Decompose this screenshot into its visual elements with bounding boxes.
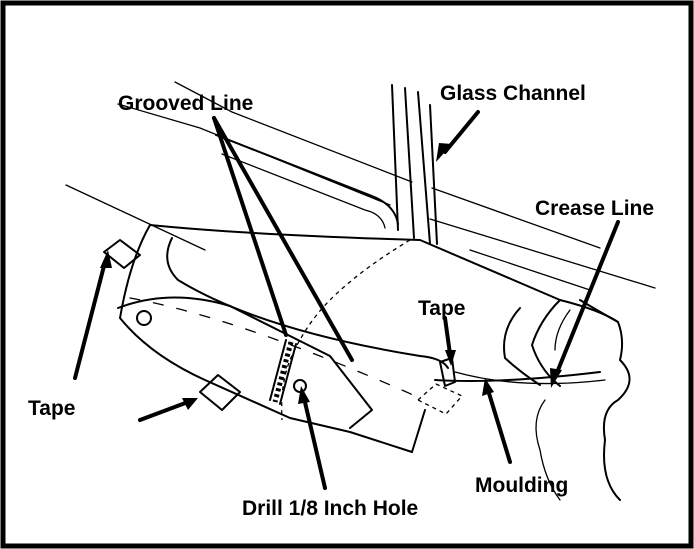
moulding-strip bbox=[117, 224, 631, 501]
leader-lines bbox=[73, 110, 620, 490]
hole-left bbox=[136, 310, 152, 326]
mark-line bbox=[129, 297, 421, 399]
tape-pieces bbox=[103, 239, 464, 415]
label-drill-hole: Drill 1/8 Inch Hole bbox=[242, 497, 418, 520]
hole-drill bbox=[293, 379, 307, 393]
glass-channel bbox=[391, 84, 438, 245]
label-tape-left: Tape bbox=[28, 397, 75, 420]
label-tape-right: Tape bbox=[418, 297, 465, 320]
label-glass-channel: Glass Channel bbox=[440, 82, 586, 105]
label-moulding: Moulding bbox=[475, 474, 568, 497]
door-panel bbox=[65, 81, 656, 291]
label-crease-line: Crease Line bbox=[535, 197, 654, 220]
grooved-line-strip bbox=[269, 339, 297, 405]
label-grooved-line: Grooved Line bbox=[118, 92, 253, 115]
